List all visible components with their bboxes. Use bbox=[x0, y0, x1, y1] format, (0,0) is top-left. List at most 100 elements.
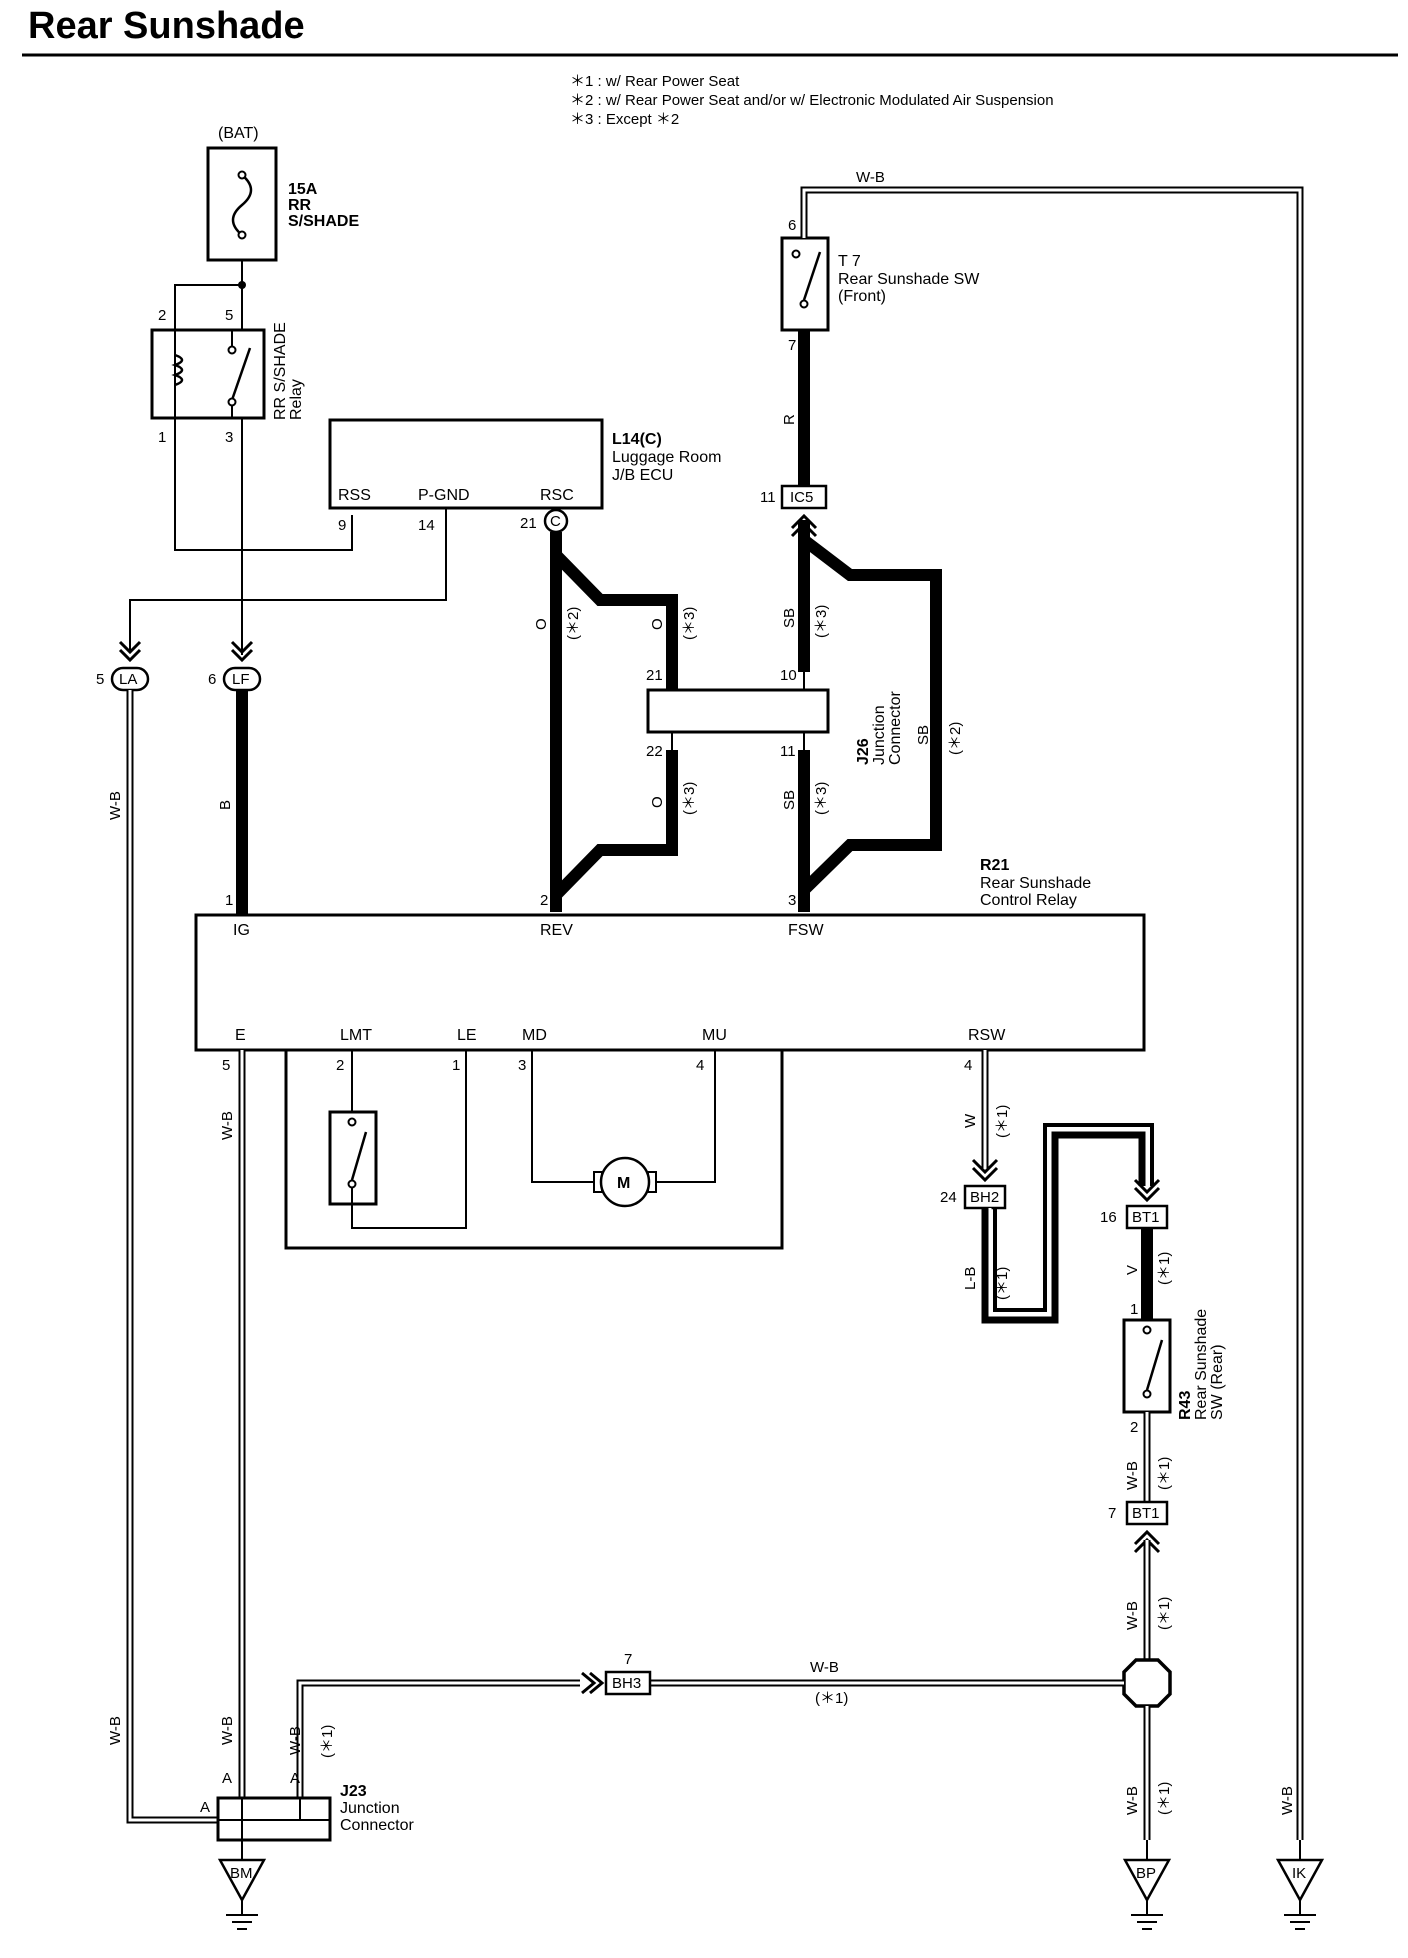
note-2: ＊2 : w/ Rear Power Seat and/or w/ Electr… bbox=[570, 92, 1054, 109]
svg-text:W-B: W-B bbox=[287, 1726, 304, 1755]
ground-bp: BP bbox=[1122, 1840, 1172, 1930]
control-relay-name-2: Control Relay bbox=[980, 892, 1077, 909]
svg-text:(＊3): (＊3) bbox=[681, 607, 698, 640]
svg-text:11: 11 bbox=[760, 489, 776, 506]
svg-text:3: 3 bbox=[518, 1057, 526, 1074]
svg-text:SB: SB bbox=[781, 608, 798, 628]
svg-text:W-B: W-B bbox=[1124, 1461, 1141, 1490]
svg-text:BT1: BT1 bbox=[1132, 1505, 1160, 1522]
svg-text:W-B: W-B bbox=[1124, 1601, 1141, 1630]
svg-text:(＊3): (＊3) bbox=[813, 605, 830, 638]
svg-text:W-B: W-B bbox=[219, 1716, 236, 1745]
svg-text:M: M bbox=[617, 1175, 630, 1192]
switch-rear-code: R43 bbox=[1177, 1391, 1194, 1420]
svg-text:IK: IK bbox=[1292, 1865, 1306, 1882]
svg-text:RSS: RSS bbox=[338, 487, 371, 504]
switch-front-code: T 7 bbox=[838, 253, 861, 270]
svg-text:R: R bbox=[781, 414, 798, 425]
j26-connector bbox=[646, 688, 830, 734]
limit-switch-icon bbox=[350, 1131, 368, 1181]
svg-text:V: V bbox=[1124, 1265, 1141, 1275]
relay-box bbox=[150, 328, 266, 420]
svg-text:C: C bbox=[550, 513, 561, 530]
svg-text:O: O bbox=[533, 618, 550, 630]
control-relay-code: R21 bbox=[980, 857, 1009, 874]
control-relay-name-1: Rear Sunshade bbox=[980, 875, 1091, 892]
ecu-name-2: J/B ECU bbox=[612, 467, 673, 484]
fuse-name-1: RR bbox=[288, 197, 312, 214]
j23-code: J23 bbox=[340, 1783, 367, 1800]
j23-name-1: Junction bbox=[340, 1800, 400, 1817]
ecu-code: L14(C) bbox=[612, 431, 662, 448]
j26-name-2: Connector bbox=[887, 691, 904, 765]
svg-text:1: 1 bbox=[452, 1057, 460, 1074]
svg-text:7: 7 bbox=[788, 337, 796, 354]
svg-text:2: 2 bbox=[336, 1057, 344, 1074]
ecu-box bbox=[328, 418, 604, 510]
splice-octagon bbox=[1122, 1658, 1172, 1708]
switch-front-name-1: Rear Sunshade SW bbox=[838, 271, 980, 288]
svg-text:(＊1): (＊1) bbox=[1156, 1457, 1173, 1490]
svg-text:14: 14 bbox=[418, 517, 435, 534]
svg-text:(＊2): (＊2) bbox=[565, 607, 582, 640]
motor-housing bbox=[284, 1050, 784, 1250]
fuse-icon bbox=[231, 174, 253, 236]
connector-bh3 bbox=[604, 1670, 652, 1696]
svg-text:L-B: L-B bbox=[962, 1267, 979, 1290]
svg-text:1: 1 bbox=[1130, 1301, 1138, 1318]
svg-text:MU: MU bbox=[702, 1027, 727, 1044]
svg-text:W-B: W-B bbox=[1279, 1786, 1296, 1815]
svg-text:24: 24 bbox=[940, 1189, 957, 1206]
svg-text:(＊1): (＊1) bbox=[319, 1725, 336, 1758]
svg-text:O: O bbox=[649, 796, 666, 808]
svg-text:REV: REV bbox=[540, 922, 573, 939]
svg-text:(＊1): (＊1) bbox=[994, 1105, 1011, 1138]
svg-text:10: 10 bbox=[780, 667, 797, 684]
svg-text:16: 16 bbox=[1100, 1209, 1117, 1226]
relay-coil-icon bbox=[171, 353, 184, 387]
svg-text:W-B: W-B bbox=[219, 1111, 236, 1140]
svg-text:RSC: RSC bbox=[540, 487, 574, 504]
svg-text:O: O bbox=[649, 618, 666, 630]
svg-text:4: 4 bbox=[964, 1057, 972, 1074]
svg-text:(＊3): (＊3) bbox=[681, 782, 698, 815]
j26-code: J26 bbox=[855, 738, 872, 765]
svg-text:2: 2 bbox=[158, 307, 166, 324]
svg-text:RSW: RSW bbox=[968, 1027, 1006, 1044]
svg-text:22: 22 bbox=[646, 743, 663, 760]
svg-text:2: 2 bbox=[1130, 1419, 1138, 1436]
svg-text:A: A bbox=[200, 1799, 210, 1816]
svg-text:P-GND: P-GND bbox=[418, 487, 470, 504]
svg-text:A: A bbox=[290, 1770, 300, 1787]
note-3: ＊3 : Except ＊2 bbox=[570, 111, 679, 128]
svg-text:MD: MD bbox=[522, 1027, 547, 1044]
svg-text:5: 5 bbox=[96, 671, 104, 688]
switch-front-box bbox=[780, 236, 830, 332]
svg-text:9: 9 bbox=[338, 517, 346, 534]
svg-text:W-B: W-B bbox=[107, 1716, 124, 1745]
svg-text:BH2: BH2 bbox=[970, 1189, 999, 1206]
relay-switch-icon bbox=[230, 347, 252, 401]
fuse-amp: 15A bbox=[288, 181, 318, 198]
switch-front-name-2: (Front) bbox=[838, 288, 886, 305]
svg-text:21: 21 bbox=[646, 667, 663, 684]
ground-ik: IK bbox=[1275, 1840, 1325, 1930]
svg-text:LA: LA bbox=[119, 671, 137, 688]
svg-text:BH3: BH3 bbox=[612, 1675, 641, 1692]
svg-text:W-B: W-B bbox=[107, 791, 124, 820]
svg-text:21: 21 bbox=[520, 515, 537, 532]
note-1: ＊1 : w/ Rear Power Seat bbox=[570, 73, 740, 90]
svg-text:1: 1 bbox=[158, 429, 166, 446]
svg-text:IG: IG bbox=[233, 922, 250, 939]
switch-rear-name-2: SW (Rear) bbox=[1209, 1344, 1226, 1420]
svg-text:(＊3): (＊3) bbox=[813, 782, 830, 815]
svg-text:W-B: W-B bbox=[810, 1659, 839, 1676]
j26-name-1: Junction bbox=[871, 705, 888, 765]
svg-text:(＊1): (＊1) bbox=[994, 1267, 1011, 1300]
svg-text:LE: LE bbox=[457, 1027, 477, 1044]
svg-text:2: 2 bbox=[540, 892, 548, 909]
relay-label-1: RR S/SHADE bbox=[272, 322, 289, 420]
svg-text:B: B bbox=[217, 800, 234, 810]
page-title: Rear Sunshade bbox=[28, 5, 305, 47]
svg-text:(＊1): (＊1) bbox=[1156, 1782, 1173, 1815]
